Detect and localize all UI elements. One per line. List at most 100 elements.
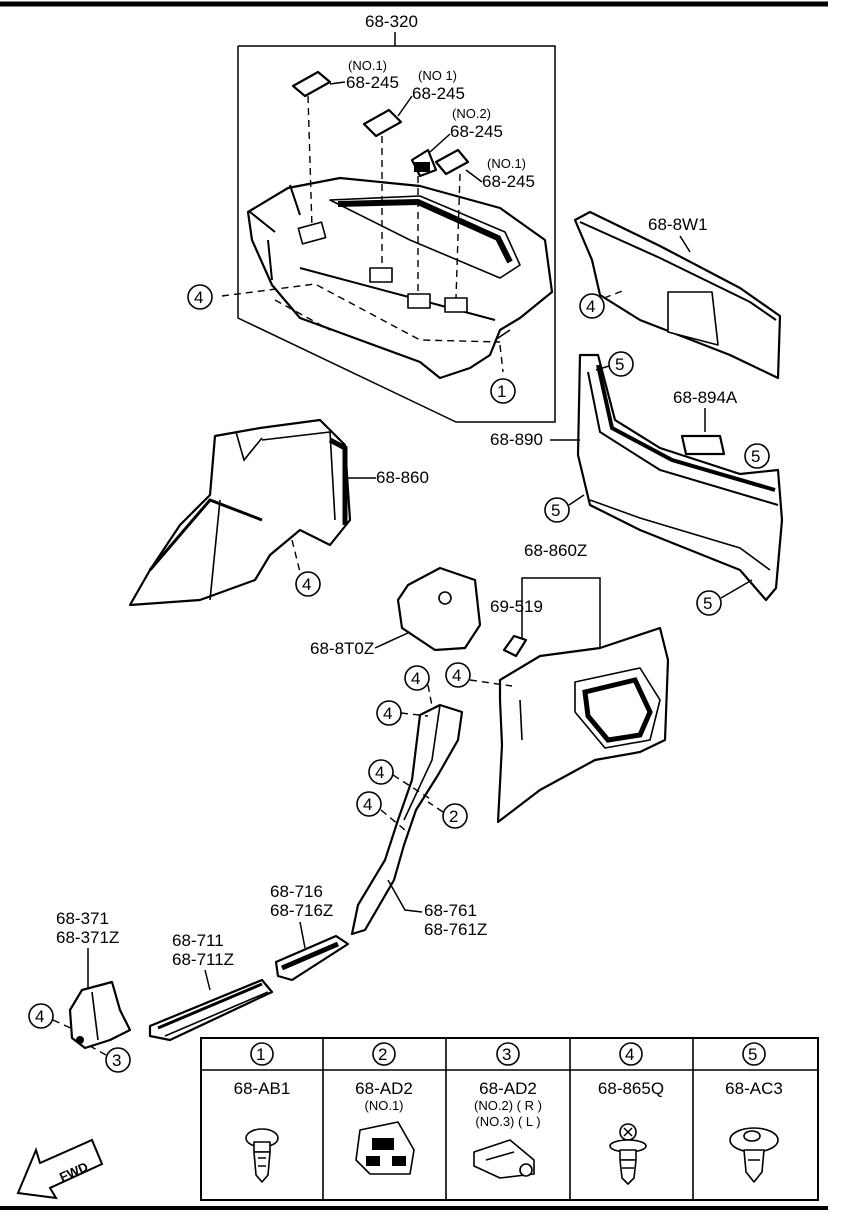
- table-part-5: 68-AC3: [725, 1079, 783, 1098]
- striker-cover: [680, 434, 726, 456]
- callout-4-side-right: 4: [445, 662, 471, 688]
- fastener-table: 1 68-AB1 2 68-AD2 (NO.1): [200, 1037, 819, 1201]
- clip-68-245-a: [291, 70, 332, 98]
- kick-panel-group: 68-371 68-371Z 4 3: [28, 909, 132, 1073]
- table-part-3: 68-AD2: [479, 1079, 537, 1098]
- callout-3-kick: 3: [105, 1047, 131, 1073]
- fastener-clip-2-icon: [355, 1121, 415, 1175]
- pillar-trim: [350, 703, 464, 936]
- callout-4-lid: 4: [579, 293, 605, 319]
- trunk-side-trim-right-group: 68-860Z 69-519 4: [445, 541, 670, 824]
- svg-text:4: 4: [411, 669, 420, 688]
- label-69-519: 69-519: [490, 597, 543, 616]
- rear-end-trim: [576, 353, 784, 602]
- svg-text:4: 4: [375, 763, 384, 782]
- svg-text:4: 4: [383, 704, 392, 723]
- svg-text:3: 3: [502, 1045, 511, 1064]
- fastener-clip-3-icon: [473, 1139, 535, 1179]
- svg-text:2: 2: [449, 807, 458, 826]
- label-68-711Z: 68-711Z: [172, 950, 234, 969]
- svg-text:1: 1: [256, 1045, 265, 1064]
- table-col-1: 1 68-AB1: [234, 1042, 291, 1183]
- rear-scuff-plate-group: 68-716 68-716Z: [270, 882, 350, 982]
- callout-5-c: 5: [544, 497, 570, 523]
- access-lid: [396, 566, 482, 652]
- table-note-3b: (NO.3) ( L ): [475, 1114, 540, 1129]
- label-68-8W1: 68-8W1: [648, 215, 708, 234]
- label-68-245-d: 68-245: [482, 172, 535, 191]
- tray-speaker-panel: [329, 195, 521, 279]
- table-col-2: 2 68-AD2 (NO.1): [355, 1042, 415, 1175]
- fastener-clip-5-icon: [729, 1127, 779, 1183]
- label-68-245-a: 68-245: [346, 73, 399, 92]
- front-scuff-plate-group: 68-711 68-711Z: [148, 931, 274, 1042]
- label-68-371Z: 68-371Z: [56, 928, 119, 947]
- svg-text:4: 4: [586, 297, 595, 316]
- tray-group-frame: [237, 45, 556, 423]
- label-68-761: 68-761: [424, 901, 477, 920]
- label-68-894A: 68-894A: [673, 388, 738, 407]
- callout-1-tray: 1: [490, 378, 516, 404]
- table-part-4: 68-865Q: [598, 1079, 664, 1098]
- front-scuff-plate: [148, 978, 274, 1042]
- rear-package-tray-group: 68-320 (NO.1) 68-245 (NO 1) 68-245 (NO.2…: [187, 12, 556, 423]
- label-no1-b: (NO 1): [418, 68, 457, 83]
- fastener-screw-4-icon: [609, 1123, 647, 1185]
- clip-69-519: [502, 634, 528, 658]
- clip-68-245-b: [362, 108, 403, 138]
- trunk-lid-trim-group: 68-8W1 4: [573, 210, 782, 380]
- label-no2-c: (NO.2): [452, 106, 491, 121]
- table-part-1: 68-AB1: [234, 1079, 291, 1098]
- svg-text:4: 4: [452, 666, 461, 685]
- svg-text:5: 5: [703, 594, 712, 613]
- label-68-716: 68-716: [270, 882, 323, 901]
- label-68-8T0Z: 68-8T0Z: [310, 639, 374, 658]
- svg-text:1: 1: [497, 382, 506, 401]
- label-68-711: 68-711: [172, 931, 224, 950]
- svg-text:2: 2: [378, 1045, 387, 1064]
- label-68-716Z: 68-716Z: [270, 901, 333, 920]
- svg-text:4: 4: [194, 288, 203, 307]
- table-part-2: 68-AD2: [355, 1079, 413, 1098]
- pillar-trim-group: 4 4 4 4 2 68-761 68-761Z: [350, 665, 487, 939]
- table-note-2: (NO.1): [365, 1098, 404, 1113]
- table-col-3: 3 68-AD2 (NO.2) ( R ) (NO.3) ( L ): [473, 1042, 542, 1179]
- label-68-860: 68-860: [376, 468, 429, 487]
- callout-4-p1: 4: [404, 665, 430, 691]
- svg-text:4: 4: [302, 575, 311, 594]
- callout-5-b: 5: [744, 443, 770, 469]
- fastener-clip-1-icon: [245, 1128, 279, 1183]
- svg-text:5: 5: [615, 355, 624, 374]
- label-68-761Z: 68-761Z: [424, 920, 487, 939]
- svg-text:5: 5: [751, 447, 760, 466]
- callout-4-p2: 4: [376, 700, 402, 726]
- callout-5-a: 5: [608, 351, 634, 377]
- clip-68-245-d: [434, 148, 470, 176]
- svg-text:4: 4: [35, 1007, 44, 1026]
- callout-4-kick: 4: [28, 1003, 54, 1029]
- svg-text:4: 4: [363, 795, 372, 814]
- trunk-side-trim-left-group: 68-860 4: [128, 418, 429, 607]
- callout-4-p4: 4: [356, 791, 382, 817]
- callout-2-pillar: 2: [442, 803, 468, 829]
- label-no1-a: (NO.1): [348, 58, 387, 73]
- table-col-5: 5 68-AC3: [725, 1042, 783, 1183]
- label-68-320: 68-320: [365, 12, 418, 31]
- svg-text:3: 3: [112, 1051, 121, 1070]
- label-68-245-b: 68-245: [412, 84, 465, 103]
- svg-text:5: 5: [551, 501, 560, 520]
- callout-4-tray: 4: [187, 284, 213, 310]
- label-68-890: 68-890: [490, 430, 543, 449]
- rear-end-trim-group: 68-890 68-894A 5 5 5 5: [490, 351, 784, 616]
- callout-4-side-left: 4: [295, 571, 321, 597]
- label-68-860Z: 68-860Z: [524, 541, 587, 560]
- access-lid-group: 68-8T0Z: [310, 566, 482, 658]
- table-col-4: 4 68-865Q: [598, 1042, 664, 1185]
- callout-5-d: 5: [696, 590, 722, 616]
- label-no1-d: (NO.1): [487, 156, 526, 171]
- label-68-371: 68-371: [56, 909, 109, 928]
- svg-text:4: 4: [625, 1045, 634, 1064]
- label-68-245-c: 68-245: [450, 122, 503, 141]
